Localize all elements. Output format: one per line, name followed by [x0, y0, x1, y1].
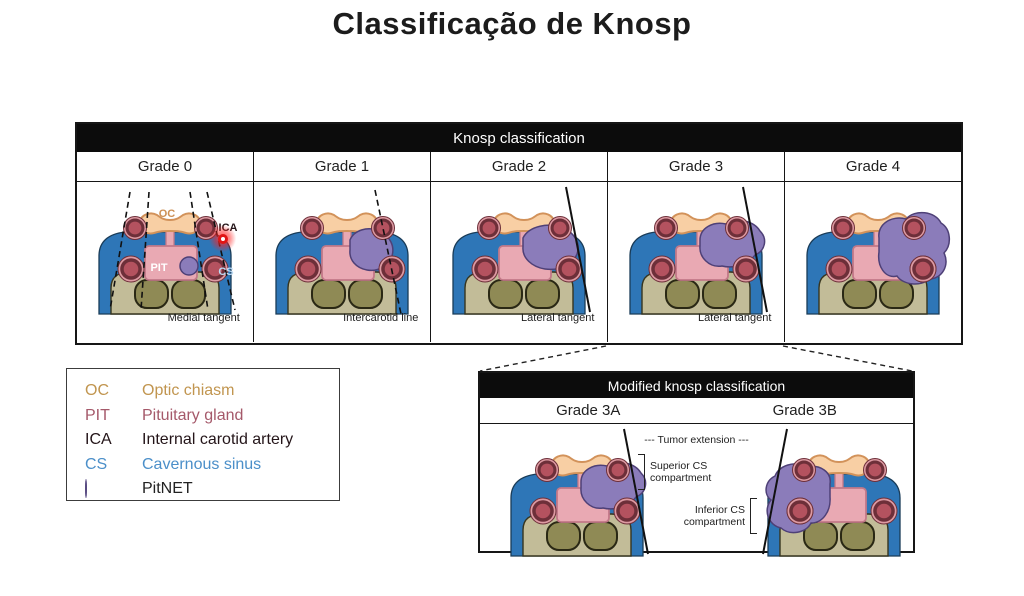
anatomy-diagram	[806, 211, 950, 315]
grade-header-row: Grade 0 Grade 1 Grade 2 Grade 3 Grade 4	[77, 152, 961, 182]
modified-grade-header-row: Grade 3A Grade 3B	[480, 398, 913, 424]
grade-3-diagram-cell: Lateral tangent	[607, 182, 784, 342]
guide-line-label: Intercarotid line	[343, 312, 419, 324]
grade-1-header: Grade 1	[253, 152, 430, 181]
modified-table-header: Modified knosp classification	[480, 373, 913, 398]
diagram-row: OC ICA PIT CS Medial tangent Intercarotid l…	[77, 182, 961, 342]
anatomy-diagram	[762, 428, 901, 557]
legend-description: Internal carotid artery	[142, 431, 294, 449]
modified-diagram-row: --- Tumor extension --- Superior CS comp…	[480, 424, 913, 557]
guide-line-label: Lateral tangent	[698, 312, 772, 324]
legend-item-pitnet: PitNET	[85, 477, 339, 502]
page-title: Classificação de Knosp	[332, 6, 692, 41]
grade-3a-diagram	[489, 424, 649, 557]
legend-item-ica: ICA Internal carotid artery	[85, 428, 339, 453]
grade-3b-diagram	[746, 424, 906, 557]
grade-4-diagram-cell	[784, 182, 961, 342]
legend-abbr: CS	[85, 455, 108, 473]
anatomy-diagram	[452, 186, 591, 315]
legend-description: PitNET	[142, 480, 193, 498]
svg-text:OC: OC	[159, 208, 176, 220]
modified-annotations: --- Tumor extension --- Superior CS comp…	[638, 424, 757, 550]
anatomy-diagram	[510, 428, 649, 557]
knosp-table-header: Knosp classification	[77, 124, 961, 152]
anatomy-diagram: OC ICA PIT CS	[98, 191, 238, 315]
legend-item-pit: PIT Pituitary gland	[85, 404, 339, 429]
legend-box: OC Optic chiasm PIT Pituitary gland ICA …	[66, 368, 340, 501]
anatomy-diagram	[629, 186, 768, 315]
anatomy-diagram	[275, 189, 409, 315]
bracket-icon	[638, 454, 645, 490]
grade-1-diagram-cell: Intercarotid line	[253, 182, 430, 342]
legend-item-oc: OC Optic chiasm	[85, 379, 339, 404]
legend-item-cs: CS Cavernous sinus	[85, 453, 339, 478]
grade-3b-header: Grade 3B	[772, 402, 837, 419]
grade-2-diagram-cell: Lateral tangent	[430, 182, 607, 342]
knosp-table: Knosp classification Grade 0 Grade 1 Gra…	[75, 122, 963, 345]
legend-description: Cavernous sinus	[142, 455, 262, 473]
superior-cs-annotation: Superior CS compartment	[638, 454, 722, 490]
guide-line-label: Medial tangent	[167, 312, 240, 324]
inferior-cs-label: Inferior CS compartment	[683, 503, 745, 529]
legend-description: Optic chiasm	[142, 382, 235, 400]
legend-description: Pituitary gland	[142, 406, 244, 424]
grade-2-header: Grade 2	[430, 152, 607, 181]
svg-text:ICA: ICA	[219, 222, 238, 234]
superior-cs-label: Superior CS compartment	[650, 459, 712, 485]
guide-line-label: Lateral tangent	[521, 312, 595, 324]
pitnet-swatch-icon	[85, 479, 142, 499]
grade-3a-header: Grade 3A	[556, 402, 621, 419]
grade-4-header: Grade 4	[784, 152, 961, 181]
tumor-extension-label: --- Tumor extension ---	[644, 434, 749, 446]
bracket-icon	[750, 498, 757, 534]
inferior-cs-annotation: Inferior CS compartment	[673, 498, 757, 534]
legend-abbr: PIT	[85, 406, 110, 424]
modified-knosp-table: Modified knosp classification Grade 3A G…	[478, 371, 915, 557]
grade-0-diagram-cell: OC ICA PIT CS Medial tangent	[77, 182, 253, 342]
legend-abbr: ICA	[85, 431, 112, 449]
grade-3-header: Grade 3	[607, 152, 784, 181]
legend-abbr: OC	[85, 382, 109, 400]
grade-0-header: Grade 0	[137, 158, 193, 175]
svg-text:CS: CS	[218, 266, 233, 278]
svg-text:PIT: PIT	[150, 262, 167, 274]
